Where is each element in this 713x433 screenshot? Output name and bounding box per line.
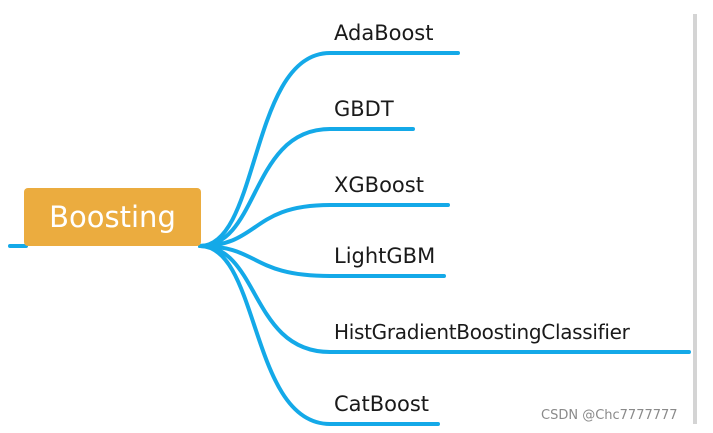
branch-label-3: LightGBM	[334, 244, 436, 268]
connector-1	[198, 127, 415, 248]
right-edge-divider	[693, 14, 697, 424]
connector-0	[198, 51, 460, 248]
connector-5	[198, 244, 440, 426]
connector-3	[198, 244, 446, 278]
branch-label-2: XGBoost	[334, 173, 424, 197]
root-label: Boosting	[49, 200, 176, 234]
connector-2	[198, 203, 450, 248]
watermark: CSDN @Chc7777777	[541, 408, 678, 423]
branch-label-5: CatBoost	[334, 392, 430, 416]
branch-label-4: HistGradientBoostingClassifier	[334, 320, 630, 344]
root-node: Boosting	[24, 188, 201, 246]
branch-label-1: GBDT	[334, 97, 394, 121]
connector-4	[198, 244, 691, 354]
branch-label-0: AdaBoost	[334, 21, 434, 45]
